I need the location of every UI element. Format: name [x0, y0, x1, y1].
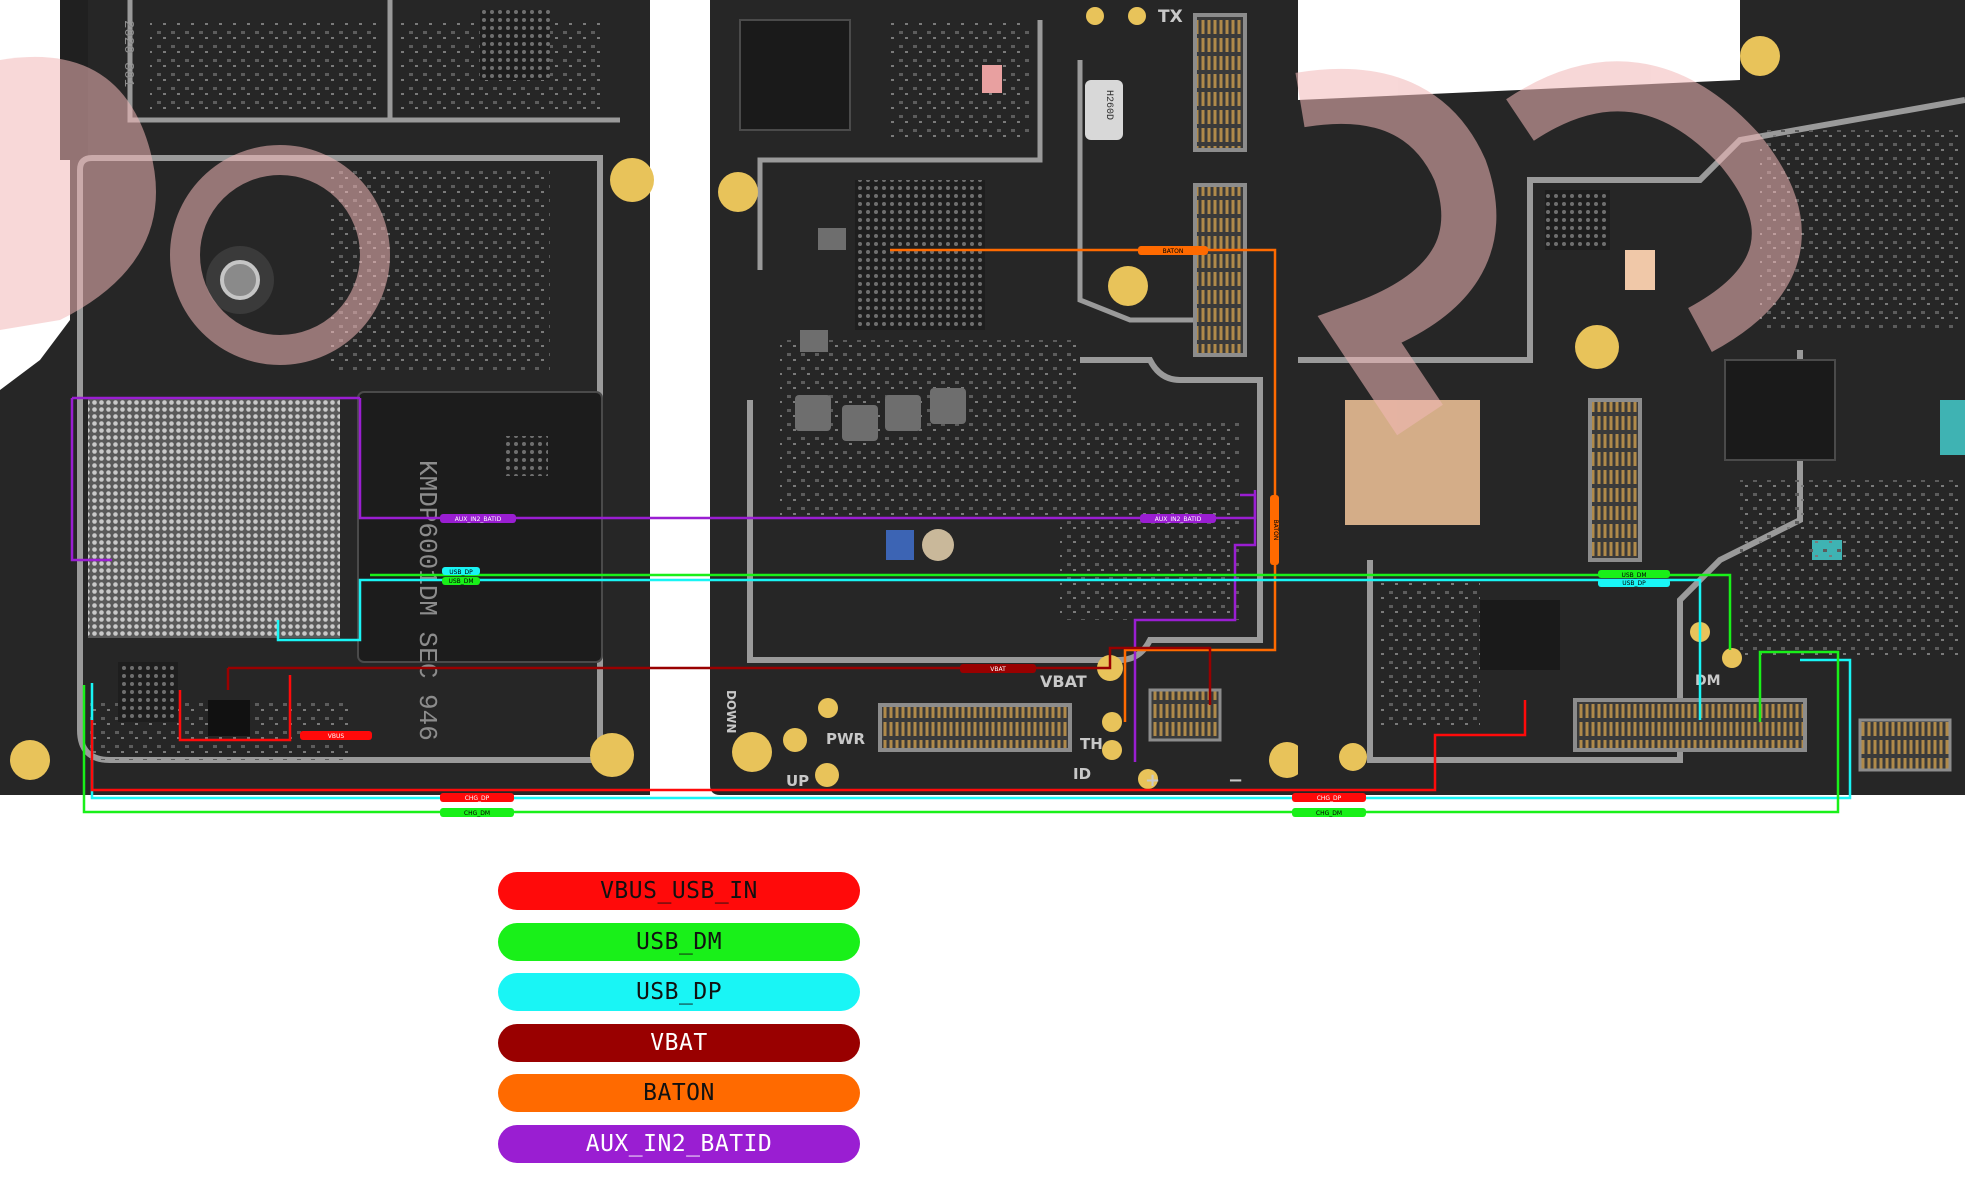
down-label: DOWN [724, 690, 738, 733]
svg-text:CHG_DM: CHG_DM [1316, 810, 1342, 817]
tag-usb-dm-right: USB_DM [1598, 570, 1670, 579]
svg-text:CHG_DM: CHG_DM [464, 810, 490, 817]
tag-vbat-mid: VBAT [960, 664, 1036, 673]
svg-text:USB_DM: USB_DM [1621, 572, 1646, 579]
pcb-code: 2020 301 [120, 20, 136, 87]
svg-text:VBUS: VBUS [328, 733, 345, 740]
trace-aux [1133, 493, 1257, 762]
svg-text:USB_DP: USB_DP [449, 569, 473, 576]
svg-text:BATON: BATON [1163, 248, 1184, 255]
tag-usb-dm-left: USB_DM [442, 577, 480, 585]
trace-vbus [178, 675, 292, 742]
soc-bga [88, 398, 340, 638]
legend-vbat: VBAT [498, 1023, 860, 1062]
tag-chg-dm-left: CHG_DM [440, 808, 514, 817]
svg-text:CHG_DP: CHG_DP [465, 795, 490, 802]
svg-text:VBAT: VBAT [990, 666, 1006, 673]
svg-text:H260D: H260D [1103, 90, 1114, 120]
tag-chg-dm-right: CHG_DM [1292, 808, 1366, 817]
tag-chg-dp-right: CHG_DP [1292, 793, 1366, 802]
tag-usb-dp-right: USB_DP [1598, 579, 1670, 587]
vbat-label: VBAT [1040, 672, 1087, 691]
trace-vbus [90, 700, 1527, 792]
minus-label: − [1228, 770, 1243, 791]
trace-usb-dp [276, 578, 1702, 720]
svg-text:AUX_IN2_BATID: AUX_IN2_BATID [455, 516, 502, 523]
trace-aux [70, 398, 112, 562]
watermark-logo [0, 56, 1802, 436]
svg-text:USB_DM: USB_DM [448, 578, 473, 585]
svg-text:AUX_IN2_BATID: AUX_IN2_BATID [1155, 516, 1202, 523]
up-label: UP [786, 772, 809, 790]
th-label: TH [1080, 735, 1103, 753]
board-left: KMDP6001DM SEC 946 2020 301 [0, 0, 654, 795]
legend-aux-in2-batid: AUX_IN2_BATID [498, 1124, 860, 1163]
tag-aux-mid: AUX_IN2_BATID [1140, 514, 1216, 523]
tag-chg-dp-left: CHG_DP [440, 793, 514, 802]
signal-legend: VBUS_USB_IN USB_DM USB_DP VBAT BATON AUX… [498, 872, 860, 1175]
svg-text:USB_DP: USB_DP [1622, 580, 1646, 587]
tag-usb-dp-left: USB_DP [442, 567, 480, 576]
board-middle: H260D TX VBAT TH ID + − PWR UP DOWN [710, 0, 1305, 795]
legend-vbus-usb-in: VBUS_USB_IN [498, 872, 860, 910]
memory-chip [357, 391, 603, 663]
trace-vbat [228, 646, 1212, 705]
svg-text:BATON: BATON [1272, 520, 1279, 541]
legend-usb-dp: USB_DP [498, 973, 860, 1011]
chip-marking: KMDP6001DM SEC 946 [412, 460, 442, 741]
plus-label: + [1145, 770, 1160, 791]
sensor [1085, 80, 1123, 140]
dm-label: DM [1695, 673, 1721, 689]
tag-vbus-left: VBUS [300, 731, 372, 740]
pwr-label: PWR [826, 730, 866, 748]
net-tags: AUX_IN2_BATID AUX_IN2_BATID USB_DP USB_D… [300, 246, 1670, 817]
tag-baton-top: BATON [1138, 246, 1208, 255]
signal-traces [70, 248, 1852, 814]
trace-usb-dm [370, 573, 1732, 650]
trace-usb-dm [82, 650, 1840, 814]
id-label: ID [1073, 765, 1091, 783]
tag-baton-vert: BATON [1270, 495, 1279, 565]
legend-baton: BATON [498, 1074, 860, 1112]
tx-label: TX [1158, 7, 1183, 27]
svg-text:CHG_DP: CHG_DP [1317, 795, 1342, 802]
legend-usb-dm: USB_DM [498, 922, 860, 961]
tag-aux-left: AUX_IN2_BATID [440, 514, 516, 523]
